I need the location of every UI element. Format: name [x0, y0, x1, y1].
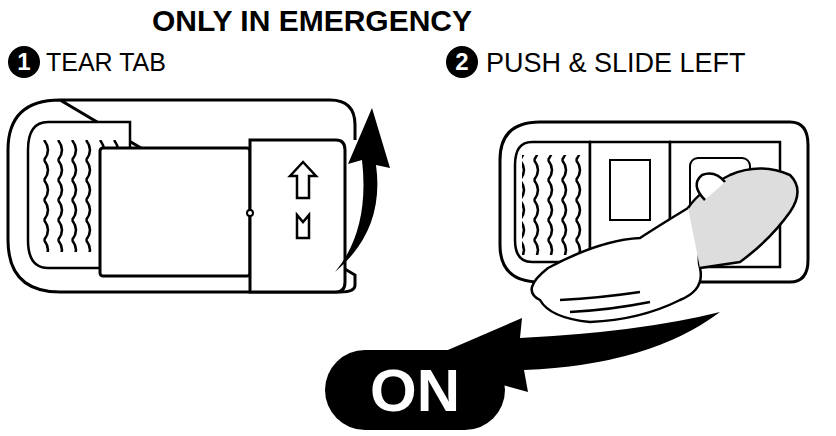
node-text: 1: [17, 48, 30, 76]
step-label: PUSH & SLIDE LEFT: [486, 48, 746, 79]
step-label: TEAR TAB: [46, 48, 166, 77]
step-number: 1: [8, 46, 40, 78]
node-text: ON: [370, 356, 460, 425]
tear-arrow: [335, 108, 390, 272]
device-left: [8, 100, 355, 292]
node-text: 2: [455, 48, 468, 76]
on-oval: ON: [325, 350, 505, 430]
hand: [532, 169, 798, 323]
step-number: 2: [446, 46, 478, 78]
title: ONLY IN EMERGENCY: [152, 4, 472, 38]
